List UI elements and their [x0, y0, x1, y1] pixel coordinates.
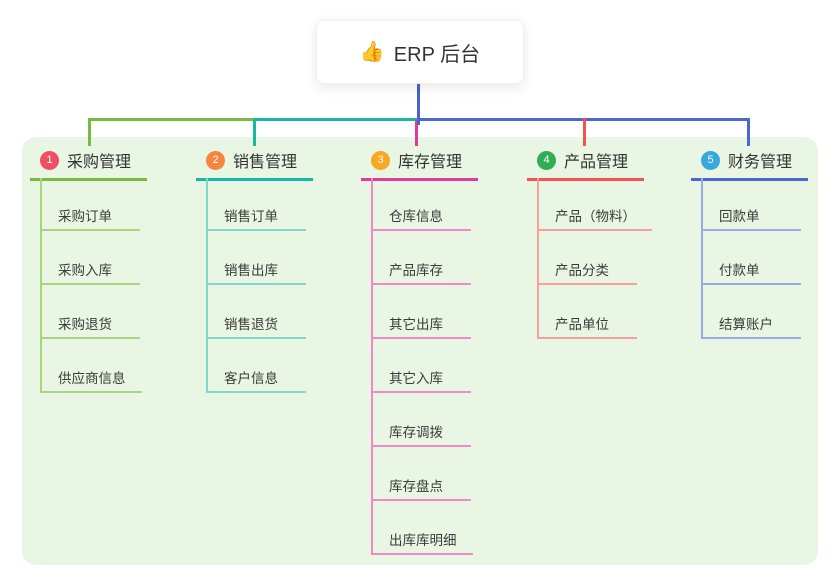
branch-title: 销售管理 — [233, 154, 298, 171]
branch-node-inventory-management[interactable]: 3 库存管理 — [361, 148, 479, 181]
branch-number-badge: 5 — [701, 150, 720, 170]
root-title: ERP 后台 — [393, 43, 481, 66]
branch-number-badge: 3 — [371, 150, 390, 170]
child-node[interactable]: 销售出库 — [206, 262, 306, 285]
child-node[interactable]: 库存调拨 — [371, 424, 471, 447]
branch-title: 库存管理 — [398, 154, 463, 171]
connector-line-sales-management — [253, 118, 420, 121]
branch-number-badge: 2 — [206, 150, 225, 170]
root-node[interactable]: 👍 ERP 后台 — [316, 20, 524, 84]
child-node[interactable]: 采购入库 — [40, 262, 140, 285]
child-node[interactable]: 出库库明细 — [371, 532, 473, 555]
child-node[interactable]: 付款单 — [701, 262, 801, 285]
branch-child-connector-inventory-management — [371, 178, 373, 555]
child-node[interactable]: 回款单 — [701, 208, 801, 231]
child-node[interactable]: 客户信息 — [206, 370, 306, 393]
branch-number-badge: 4 — [537, 150, 556, 170]
connector-drop-inventory-management — [415, 120, 418, 146]
child-node[interactable]: 产品库存 — [371, 262, 471, 285]
child-node[interactable]: 产品分类 — [537, 262, 637, 285]
child-node[interactable]: 销售退货 — [206, 316, 306, 339]
branch-node-sales-management[interactable]: 2 销售管理 — [196, 148, 314, 181]
child-node[interactable]: 库存盘点 — [371, 478, 471, 501]
branch-node-product-management[interactable]: 4 产品管理 — [527, 148, 645, 181]
branch-child-connector-purchase-management — [40, 178, 42, 393]
child-node[interactable]: 仓库信息 — [371, 208, 471, 231]
child-node[interactable]: 销售订单 — [206, 208, 306, 231]
thumbs-up-icon: 👍 — [359, 41, 385, 63]
branch-title: 财务管理 — [728, 154, 793, 171]
branch-child-connector-product-management — [537, 178, 539, 339]
child-node[interactable]: 其它入库 — [371, 370, 471, 393]
child-node[interactable]: 采购退货 — [40, 316, 140, 339]
child-node[interactable]: 结算账户 — [701, 316, 801, 339]
child-node[interactable]: 供应商信息 — [40, 370, 142, 393]
root-connector-line — [417, 82, 420, 125]
branches-panel — [22, 137, 818, 565]
connector-drop-product-management — [583, 118, 586, 146]
connector-drop-purchase-management — [88, 118, 91, 146]
branch-number-badge: 1 — [40, 150, 59, 170]
connector-drop-sales-management — [253, 118, 256, 146]
branch-title: 采购管理 — [67, 154, 132, 171]
child-node[interactable]: 采购订单 — [40, 208, 140, 231]
branch-child-connector-sales-management — [206, 178, 208, 393]
branch-node-finance-management[interactable]: 5 财务管理 — [691, 148, 809, 181]
child-node[interactable]: 产品单位 — [537, 316, 637, 339]
branch-child-connector-finance-management — [701, 178, 703, 339]
child-node[interactable]: 其它出库 — [371, 316, 471, 339]
branch-node-purchase-management[interactable]: 1 采购管理 — [30, 148, 148, 181]
branch-title: 产品管理 — [564, 154, 629, 171]
child-node[interactable]: 产品（物料） — [537, 208, 652, 231]
connector-drop-finance-management — [747, 118, 750, 146]
